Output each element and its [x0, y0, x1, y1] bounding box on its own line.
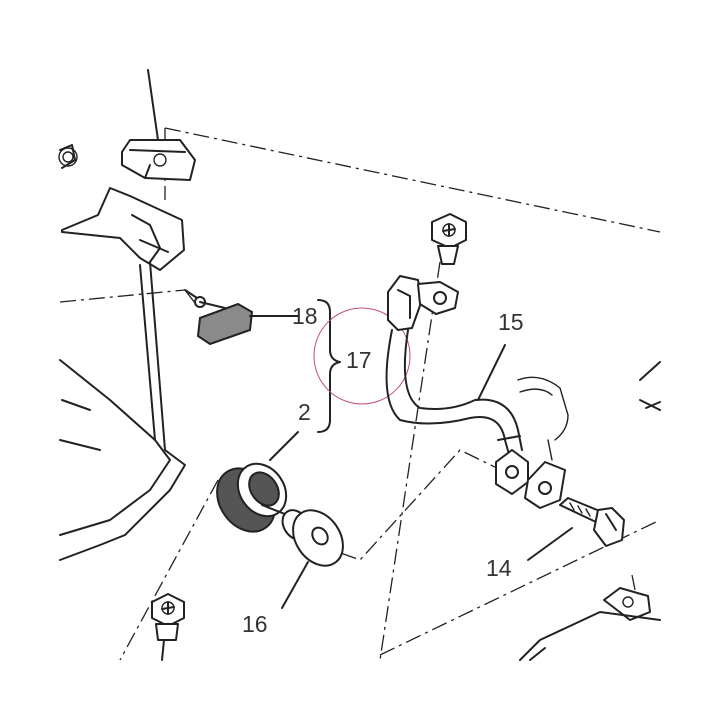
part-14-bolt — [527, 497, 625, 561]
label-17: 17 — [346, 347, 372, 373]
background-cable — [517, 376, 569, 509]
group-bracket — [313, 299, 411, 433]
part-16-collar — [281, 509, 344, 609]
clip-nut-top — [121, 139, 196, 181]
highlight-circle — [313, 307, 411, 405]
part-15-cable — [385, 275, 529, 495]
mount-screw-bottom — [151, 593, 185, 661]
mount-bolt-top — [431, 213, 467, 265]
reference-lines — [59, 127, 661, 661]
label-18: 18 — [292, 303, 318, 329]
label-14: 14 — [486, 555, 512, 581]
part-18-cap — [184, 289, 299, 346]
right-clip — [519, 361, 661, 661]
frame-bracket — [58, 69, 186, 561]
label-15: 15 — [498, 309, 524, 335]
part-2-grommet — [216, 431, 301, 533]
label-16: 16 — [242, 611, 268, 637]
label-2: 2 — [298, 399, 311, 425]
